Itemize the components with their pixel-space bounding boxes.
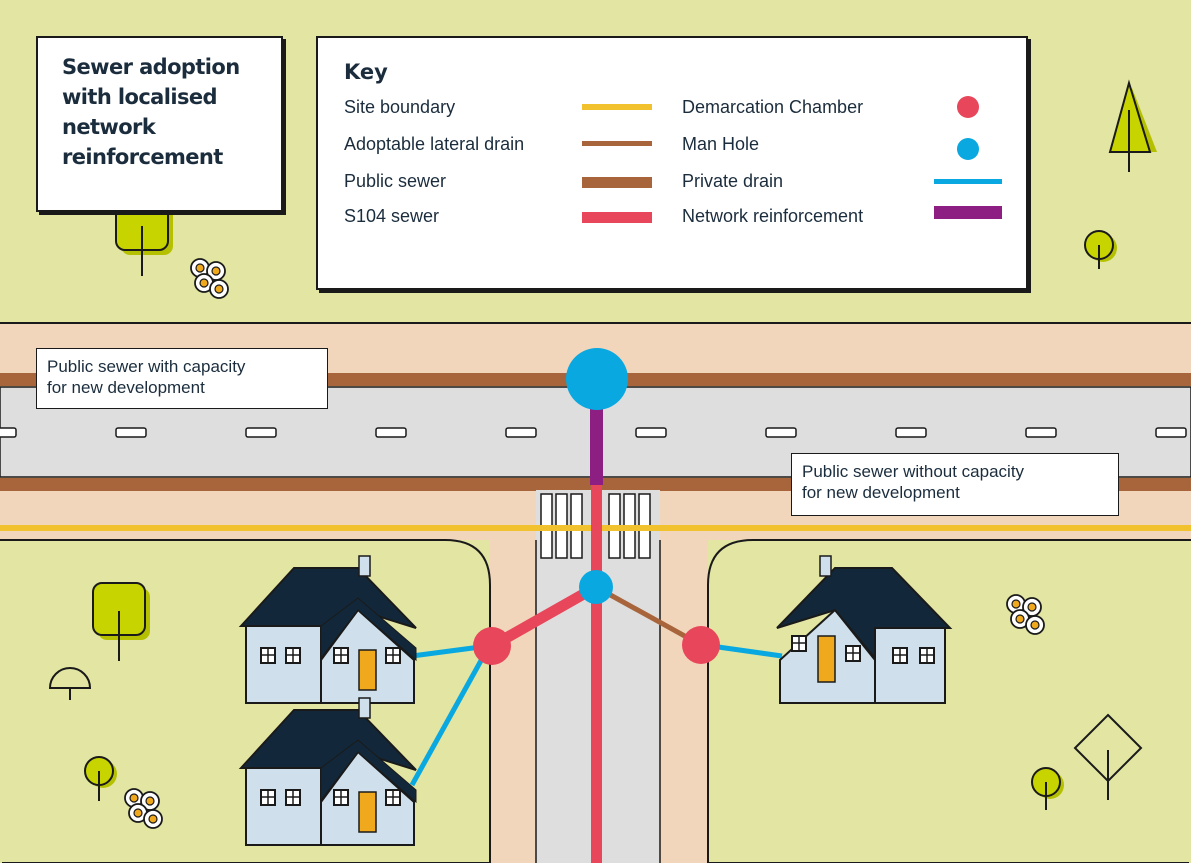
- lane-dash: [375, 427, 407, 438]
- house-2-door: [358, 791, 377, 833]
- flowers-1-c-center: [199, 278, 209, 288]
- flowers-1-b-center: [211, 266, 221, 276]
- house-2-roof-edge: [320, 739, 417, 804]
- callout-without-capacity-line-1: Public sewer without capacity: [802, 462, 1025, 481]
- house-1-roof-edge: [320, 597, 417, 662]
- legend-swatch-s104-sewer: [582, 212, 652, 223]
- legend-label-s104-sewer: S104 sewer: [344, 206, 440, 226]
- flowers-2-d-center: [1030, 620, 1040, 630]
- house-2-chimney: [358, 697, 371, 719]
- flowers-1-a-center: [195, 263, 205, 273]
- flowers-3-a-center: [129, 793, 139, 803]
- flowers-1-d-center: [214, 284, 224, 294]
- title-line-4: reinforcement: [62, 145, 223, 169]
- flowers-3-b-center: [145, 796, 155, 806]
- legend-label-private-drain: Private drain: [682, 171, 784, 191]
- network-reinforcement: [590, 398, 603, 485]
- legend-swatch-demarcation-chamber: [957, 96, 979, 118]
- demarcation-chamber-right: [682, 626, 720, 664]
- legend-swatch-adoptable-lateral-drain: [582, 141, 652, 146]
- edge-cover-left: [0, 541, 2, 863]
- lane-dash: [115, 427, 147, 438]
- legend-swatch-public-sewer: [582, 177, 652, 188]
- legend-swatch-man-hole: [957, 138, 979, 160]
- legend-label-adoptable-lateral-drain: Adoptable lateral drain: [344, 134, 525, 154]
- callout-without-capacity-line-2: for new development: [802, 483, 960, 502]
- legend-box: Key Site boundary Adoptable lateral drai…: [316, 36, 1028, 290]
- house-3-side-wall: [874, 625, 946, 704]
- house-2-front-wall: [245, 767, 322, 846]
- flowers-2-c-center: [1015, 614, 1025, 624]
- lane-dash: [895, 427, 927, 438]
- umbrella-shape: [48, 667, 92, 689]
- demarcation-chamber-left: [473, 627, 511, 665]
- legend-title: Key: [344, 60, 388, 84]
- title-line-3: network: [62, 115, 156, 139]
- legend-swatch-site-boundary: [582, 104, 652, 110]
- lane-dash: [1025, 427, 1057, 438]
- title-line-1: Sewer adoption: [62, 55, 240, 79]
- title-line-2: with localised: [62, 85, 218, 109]
- house-1-door: [358, 649, 377, 691]
- lane-dash: [245, 427, 277, 438]
- house-3-roof: [776, 567, 953, 661]
- lane-dash: [1155, 427, 1187, 438]
- adoptable-lateral-drain: [594, 584, 703, 648]
- lane-dash: [505, 427, 537, 438]
- manhole-main: [566, 348, 628, 410]
- manhole-junction: [579, 570, 613, 604]
- flowers-2-b-center: [1027, 602, 1037, 612]
- legend-label-man-hole: Man Hole: [682, 134, 760, 154]
- callout-sewer-with-capacity: Public sewer with capacity for new devel…: [36, 348, 328, 409]
- s104-sewer-branch: [489, 582, 599, 651]
- callout-sewer-without-capacity: Public sewer without capacity for new de…: [791, 453, 1119, 516]
- title-box: Sewer adoption with localised network re…: [36, 36, 283, 212]
- house-3-door: [817, 635, 836, 683]
- flowers-3-d-center: [148, 814, 158, 824]
- legend-label-demarcation-chamber: Demarcation Chamber: [682, 97, 864, 117]
- private-drain-house-2: [409, 646, 491, 787]
- legend-label-public-sewer: Public sewer: [344, 171, 447, 191]
- callout-with-capacity-line-1: Public sewer with capacity: [47, 357, 246, 376]
- lane-dash: [635, 427, 667, 438]
- callout-with-capacity-line-2: for new development: [47, 378, 205, 397]
- legend-label-network-reinforcement: Network reinforcement: [682, 206, 864, 226]
- lane-dash: [765, 427, 797, 438]
- house-3-chimney: [819, 555, 832, 577]
- lane-dash: [0, 427, 17, 438]
- s104-sewer-main: [591, 485, 602, 863]
- edge-cover-right: [1189, 541, 1191, 863]
- house-1-front-wall: [245, 625, 322, 704]
- legend-label-site-boundary: Site boundary: [344, 97, 456, 117]
- legend-swatch-network-reinforcement: [934, 206, 1002, 219]
- flowers-3-c-center: [133, 808, 143, 818]
- legend-swatch-private-drain: [934, 179, 1002, 184]
- house-1-chimney: [358, 555, 371, 577]
- flowers-2-a-center: [1011, 599, 1021, 609]
